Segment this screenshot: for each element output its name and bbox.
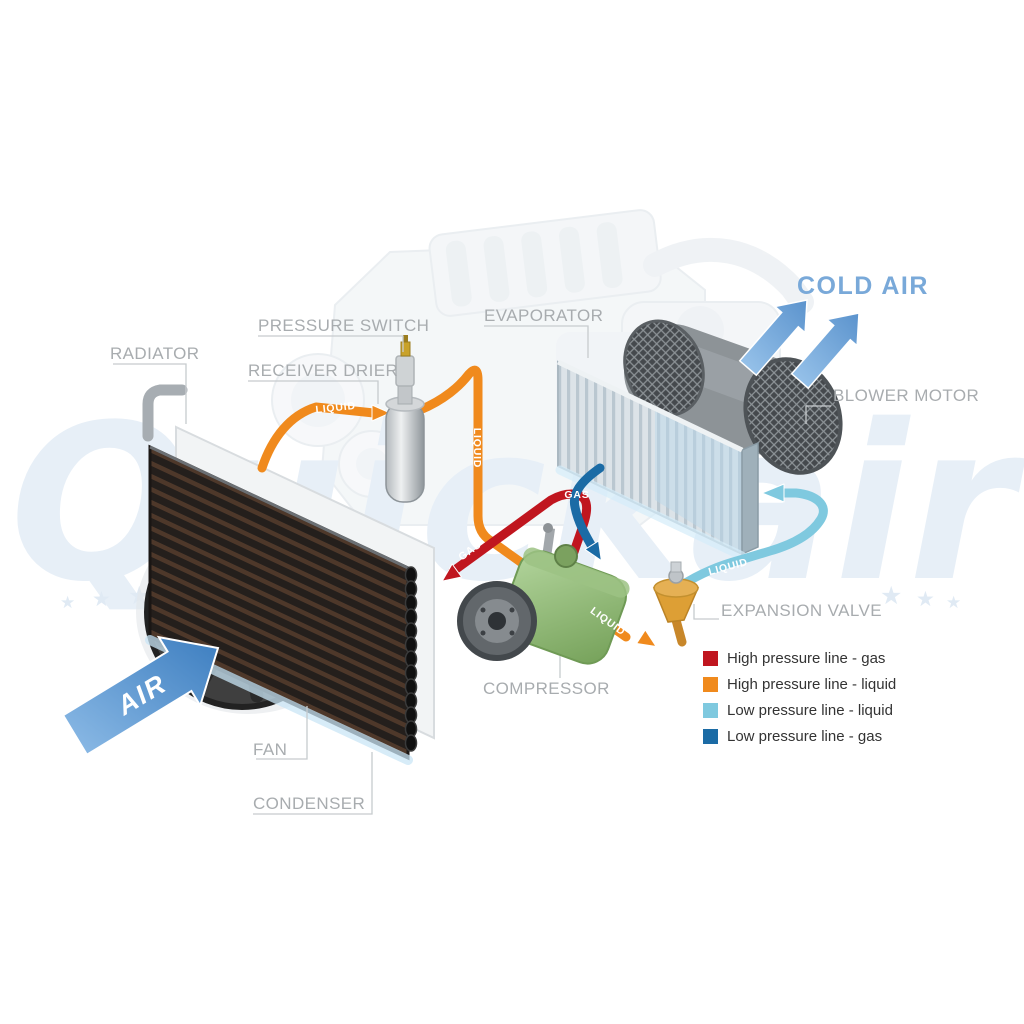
legend-label: High pressure line - liquid <box>727 675 897 693</box>
legend-swatch-high-pressure-gas <box>703 650 718 666</box>
pipe-label-liquid: LIQUID <box>471 428 483 468</box>
svg-text:★: ★ <box>92 587 111 611</box>
flow-arrow <box>636 629 657 648</box>
flow-arrow <box>584 540 602 561</box>
label-condenser: CONDENSER <box>253 794 366 813</box>
condenser <box>145 444 418 765</box>
leader-lines <box>113 325 831 815</box>
low-pressure-gas-line <box>569 463 605 555</box>
blower-motor <box>623 319 843 475</box>
pressure-switch <box>395 335 415 387</box>
expansion-valve <box>652 561 700 647</box>
cold-air-arrows <box>738 299 860 390</box>
label-fan: FAN <box>253 740 288 759</box>
receiver-drier <box>385 383 425 503</box>
high-pressure-liquid-line <box>415 365 631 642</box>
pipe-label-gas: GAS <box>564 489 589 501</box>
compressor <box>457 523 630 665</box>
pipe-label-liquid: LIQUID <box>315 400 356 416</box>
legend-swatch-high-pressure-liquid <box>703 676 718 692</box>
legend-label: Low pressure line - liquid <box>727 701 893 719</box>
pipes <box>257 365 828 648</box>
legend-item: Low pressure line - gas <box>703 723 896 749</box>
high-pressure-liquid-line <box>257 402 379 473</box>
label-evaporator: EVAPORATOR <box>484 306 604 325</box>
evaporator <box>555 359 759 561</box>
flow-arrow <box>761 483 785 503</box>
legend: High pressure line - gas High pressure l… <box>703 645 896 749</box>
svg-text:★: ★ <box>946 593 961 613</box>
low-pressure-liquid-line <box>674 488 828 592</box>
label-cold-air: COLD AIR <box>797 272 929 300</box>
flow-arrow <box>441 563 463 582</box>
legend-label: High pressure line - gas <box>727 649 886 667</box>
label-compressor: COMPRESSOR <box>483 679 610 698</box>
air-arrow: AIR <box>61 635 220 757</box>
label-receiver-drier: RECEIVER DRIER <box>248 361 399 380</box>
label-blower-motor: BLOWER MOTOR <box>833 386 980 405</box>
legend-item: High pressure line - liquid <box>703 671 896 697</box>
label-radiator: RADIATOR <box>110 344 200 363</box>
legend-item: Low pressure line - liquid <box>703 697 896 723</box>
label-pressure-switch: PRESSURE SWITCH <box>258 316 430 335</box>
condenser-coil-ends <box>404 566 418 752</box>
label-expansion-valve: EXPANSION VALVE <box>721 601 882 620</box>
svg-text:★: ★ <box>880 581 902 610</box>
legend-label: Low pressure line - gas <box>727 727 883 745</box>
svg-text:★: ★ <box>60 593 75 613</box>
flow-arrow <box>371 404 391 422</box>
legend-item: High pressure line - gas <box>703 645 896 671</box>
svg-text:★: ★ <box>916 587 935 611</box>
legend-swatch-low-pressure-gas <box>703 728 718 744</box>
legend-swatch-low-pressure-liquid <box>703 702 718 718</box>
